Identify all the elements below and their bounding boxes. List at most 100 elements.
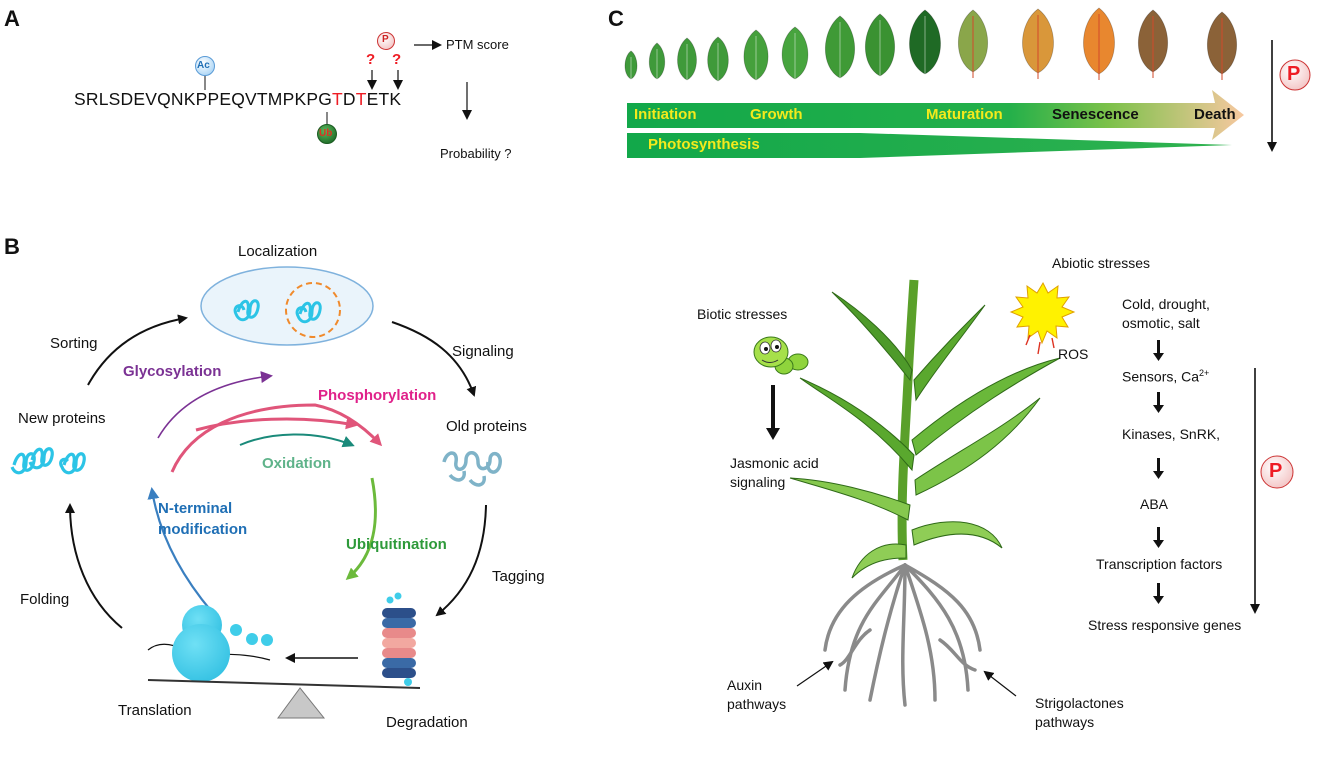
old-proteins-label: Old proteins	[446, 418, 527, 435]
abiotic-stresses-label: Abiotic stresses	[1052, 255, 1151, 271]
signaling-arrow	[391, 321, 477, 397]
leaf-icon	[909, 9, 941, 75]
new-proteins-label: New proteins	[18, 410, 106, 427]
panel-b-graphics	[10, 266, 502, 719]
biotic-arrow	[766, 385, 780, 440]
n-terminal-label-2: modification	[158, 521, 248, 538]
panel-c-graphics	[624, 7, 1311, 707]
ac-badge	[195, 56, 215, 76]
stage-initiation: Initiation	[634, 106, 697, 123]
p-badge-a-label: P	[382, 34, 389, 45]
question-mark-2: ?	[392, 51, 402, 68]
sun-icon	[1009, 281, 1076, 345]
balance-fulcrum	[277, 687, 326, 719]
auxin-label-1: Auxin	[727, 677, 763, 693]
new-proteins-graphic	[10, 447, 86, 475]
ptm-score-label: PTM score	[446, 37, 509, 52]
p-badge-cascade	[1260, 455, 1294, 489]
maize-plant-icon	[789, 279, 1061, 707]
calcium-superscript: 2+	[1199, 368, 1210, 378]
protein-squiggle	[233, 299, 260, 322]
panel-a-letter: A	[4, 6, 20, 31]
leaf-icon	[743, 29, 769, 81]
p-badge-cascade-label: P	[1269, 460, 1283, 482]
leaf-series	[624, 7, 1238, 87]
peptide-bead	[261, 634, 273, 646]
question-mark-1: ?	[366, 51, 376, 68]
photosynthesis-wedge	[627, 133, 1232, 158]
proteasome	[382, 592, 416, 686]
cascade-stress-1: Cold, drought,	[1122, 296, 1210, 312]
biotic-stresses-label: Biotic stresses	[697, 306, 788, 322]
leaf-icon	[781, 26, 809, 80]
oxidation-arrow	[239, 433, 355, 448]
stage-senescence: Senescence	[1052, 106, 1139, 123]
sequence-suffix: ETK	[366, 89, 402, 109]
probability-label: Probability ?	[440, 146, 512, 161]
p-badge-top	[1279, 59, 1311, 91]
n-terminal-label-1: N-terminal	[158, 500, 233, 517]
localization-label: Localization	[238, 243, 318, 260]
ubiquitination-arrow	[345, 477, 377, 580]
cascade-aba: ABA	[1140, 496, 1169, 512]
cascade-kinases: Kinases, SnRK,	[1122, 426, 1221, 442]
p-badge-top-label: P	[1287, 63, 1301, 85]
ub-badge	[317, 124, 337, 144]
peptide-sequence: SRLSDEVQNKPPEQVTMPKPGTDTETK	[74, 89, 401, 110]
leaf-icon	[864, 13, 896, 77]
oxidation-label: Oxidation	[262, 455, 332, 472]
phosphorylation-label: Phosphorylation	[318, 387, 437, 404]
sequence-mid: D	[342, 89, 356, 109]
localization-ellipse	[200, 266, 374, 346]
ros-label: ROS	[1058, 346, 1089, 362]
sequence-prefix: SRLSDEVQNKPPEQVTMPKPG	[74, 89, 333, 109]
ac-badge-label: Ac	[197, 60, 210, 71]
phosphorylation-arrow-2	[195, 417, 358, 432]
sorting-arrow	[87, 314, 188, 386]
stage-maturation: Maturation	[926, 106, 1003, 123]
ubiquitination-label: Ubiquitination	[346, 536, 447, 553]
cascade-genes: Stress responsive genes	[1088, 617, 1242, 633]
tagging-label: Tagging	[492, 568, 545, 585]
jasmonic-label-2: signaling	[730, 474, 786, 490]
cascade-sensors: Sensors, Ca2+	[1122, 368, 1209, 385]
stage-death: Death	[1194, 106, 1236, 123]
degradation-label: Degradation	[386, 714, 468, 731]
strigolactone-arrow	[983, 670, 1017, 697]
folding-arrow	[65, 503, 123, 629]
leaf-icon	[624, 50, 638, 80]
caterpillar-icon	[753, 336, 809, 375]
localization-dashed-circle	[285, 282, 341, 338]
auxin-arrow	[796, 660, 834, 687]
n-terminal-arrow	[147, 487, 213, 613]
peptide-bead	[230, 624, 242, 636]
sensors-text: Sensors, Ca	[1122, 368, 1200, 385]
strigolactone-label-2: pathways	[1035, 714, 1095, 730]
panel-a-graphics	[195, 32, 472, 144]
glycosylation-arrow	[157, 371, 273, 439]
cascade-arrows	[1153, 340, 1164, 604]
ribosome-large	[172, 624, 230, 682]
old-proteins-graphic	[442, 451, 502, 487]
leaf-icon	[677, 37, 697, 81]
site-1: T	[332, 89, 343, 109]
site-2: T	[355, 89, 367, 109]
photosynthesis-label: Photosynthesis	[648, 136, 760, 153]
auxin-label-2: pathways	[727, 696, 787, 712]
jasmonic-label-1: Jasmonic acid	[730, 455, 819, 471]
leaf-icon	[648, 42, 666, 80]
p-badge-a	[377, 32, 395, 50]
cascade-stress-2: osmotic, salt	[1122, 315, 1200, 331]
panel-c-letter: C	[608, 6, 624, 31]
cascade-tf: Transcription factors	[1096, 556, 1223, 572]
sorting-label: Sorting	[50, 335, 98, 352]
leaf-icon	[824, 15, 856, 79]
protein-squiggle	[295, 301, 322, 324]
strigolactone-label-1: Strigolactones	[1035, 695, 1124, 711]
stage-arrow	[627, 90, 1244, 140]
leaf-icon	[707, 36, 729, 82]
folding-label: Folding	[20, 591, 70, 608]
balance-beam	[147, 679, 421, 689]
